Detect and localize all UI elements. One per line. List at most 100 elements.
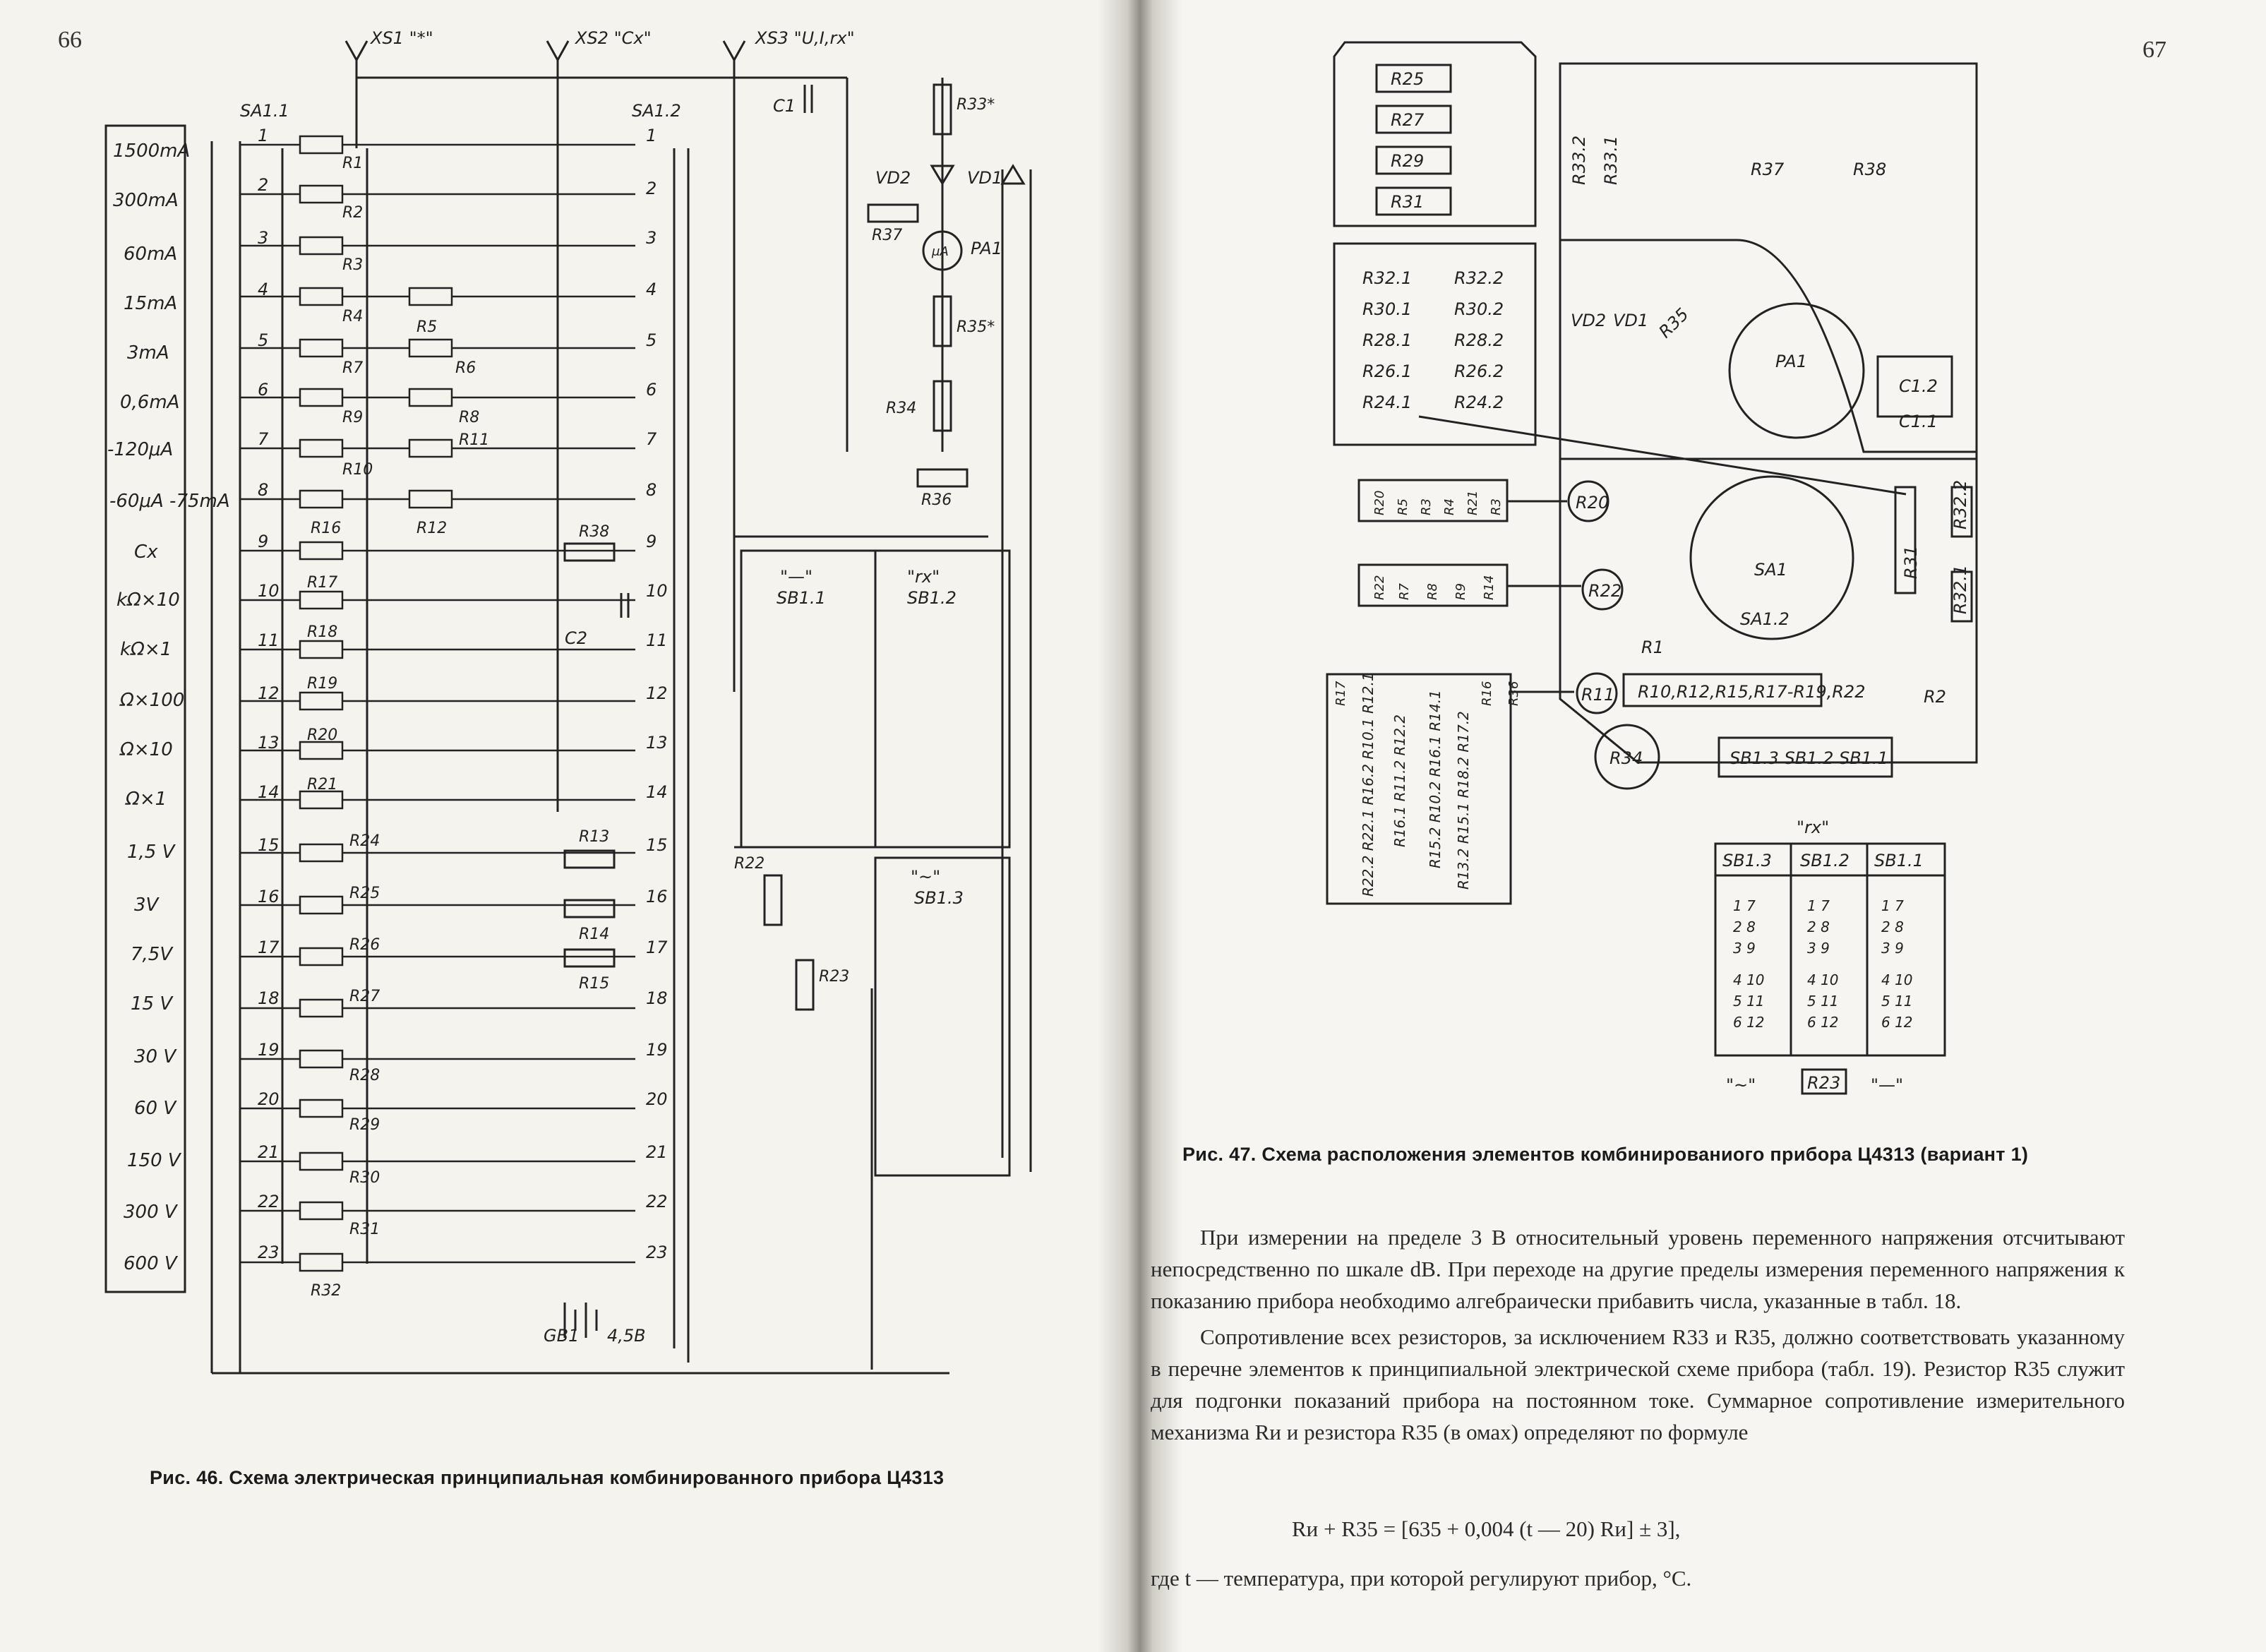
switch-head-label: SB1.1 xyxy=(1874,851,1924,870)
strip-label: R22 xyxy=(1372,575,1387,600)
resistor-label: R32.1 xyxy=(1362,268,1412,288)
meter-pa1 xyxy=(922,230,963,271)
strip-label: R20 xyxy=(1372,491,1387,515)
resistor-label: R2 xyxy=(1924,687,1946,707)
pin-label: 6 12 xyxy=(1733,1014,1765,1031)
resistor-label: R30.2 xyxy=(1454,299,1504,319)
strip-label: R16 xyxy=(1480,681,1494,706)
resistor-label: R22 xyxy=(734,855,765,873)
meter-pa1-label: PA1 xyxy=(971,239,1002,258)
resistor-label: R19 xyxy=(307,675,337,693)
resistor-label: R33.2 xyxy=(1569,136,1589,185)
resistor-box xyxy=(299,438,344,458)
switch-sa1-1-label: SA1.1 xyxy=(240,101,289,121)
meter-label: PA1 xyxy=(1775,352,1807,371)
range-label: 15 V xyxy=(131,993,174,1014)
contact-label: 5 xyxy=(258,330,268,350)
contact-label: 12 xyxy=(258,683,280,703)
switch-sa1-outline xyxy=(1689,475,1854,640)
strip-label: R14 xyxy=(1482,575,1497,600)
resistor-label: R31 xyxy=(1901,546,1921,579)
resistor-label: R11 xyxy=(459,431,489,449)
resistor-label: R3 xyxy=(342,256,363,274)
range-label: 3V xyxy=(134,894,160,916)
diode-vd1-label: VD1 xyxy=(967,168,1002,188)
resistor-r36 xyxy=(916,468,969,488)
resistor-label: R30 xyxy=(349,1169,380,1187)
resistor-label: R34 xyxy=(886,400,916,417)
range-label: 3mA xyxy=(127,342,169,364)
range-label: Ω×100 xyxy=(119,690,184,711)
contact-label: 4 xyxy=(646,280,657,299)
strip-label: R4 xyxy=(1442,498,1457,515)
resistor-label: R10 xyxy=(342,461,373,479)
switch-row-label: SB1.3 SB1.2 SB1.1 xyxy=(1730,748,1888,768)
contact-label: 19 xyxy=(258,1040,280,1060)
resistor-box xyxy=(299,135,344,155)
paragraph: где t — температура, при которой регулир… xyxy=(1151,1566,1692,1591)
resistor-box xyxy=(299,236,344,256)
contact-label: 8 xyxy=(646,480,657,500)
range-label: 300mA xyxy=(113,190,179,211)
left-page xyxy=(0,0,1119,1652)
contact-label: 15 xyxy=(258,835,280,855)
resistor-label: R25 xyxy=(349,885,380,902)
resistor-label: R8 xyxy=(459,409,479,426)
resistor-label: R20 xyxy=(1576,493,1609,513)
resistor-box xyxy=(299,1201,344,1221)
resistor-label: R6 xyxy=(455,359,476,377)
strip-label: R21 xyxy=(1465,491,1480,515)
resistor-label: R32.2 xyxy=(1950,480,1970,529)
resistor-box xyxy=(299,287,344,306)
resistor-label: R1 xyxy=(1641,638,1664,657)
resistor-label: R26.2 xyxy=(1454,361,1504,381)
resistor-r35 xyxy=(933,295,952,347)
top-resistor-boxes xyxy=(1375,64,1452,216)
switch-head-label: SB1.3 xyxy=(1722,851,1772,870)
resistor-box xyxy=(299,1151,344,1171)
book-gutter xyxy=(1098,0,1182,1652)
contact-label: 18 xyxy=(258,988,280,1008)
dc-mode-label: "—" xyxy=(1871,1075,1903,1095)
strip-label: R36 xyxy=(1506,681,1521,706)
resistor-label: R35 xyxy=(1655,304,1692,342)
contact-label: 3 xyxy=(258,228,268,248)
resistor-label: R12 xyxy=(416,520,447,537)
pin-label: 5 11 xyxy=(1881,993,1913,1010)
pin-label: 1 7 xyxy=(1807,897,1830,914)
formula: Rи + R35 = [635 + 0,004 (t — 20) Rи] ± 3… xyxy=(1292,1516,1681,1541)
range-label: 600 V xyxy=(124,1253,179,1274)
resistor-label: R33.1 xyxy=(1601,136,1621,185)
resistor-label: R37 xyxy=(1751,160,1785,179)
resistor-box xyxy=(299,590,344,610)
range-label: -120μA xyxy=(107,439,173,460)
contact-label: 22 xyxy=(646,1192,668,1211)
range-label: 30 V xyxy=(134,1046,177,1067)
contact-label: 5 xyxy=(646,330,657,350)
contact-label: 2 xyxy=(258,175,268,195)
strip-label: R17 xyxy=(1333,681,1348,706)
contact-label: 7 xyxy=(258,429,269,449)
resistor-box xyxy=(299,541,344,561)
paragraph: При измерении на пределе 3 В относительн… xyxy=(1151,1225,2125,1313)
resistor-box xyxy=(299,1099,344,1118)
fig46-caption: Рис. 46. Схема электрическая принципиаль… xyxy=(150,1467,945,1488)
range-label: 1,5 V xyxy=(127,842,176,863)
resistor-label: R29 xyxy=(349,1116,380,1134)
resistor-label: R24.2 xyxy=(1454,393,1504,412)
range-label: Ω×10 xyxy=(119,739,173,760)
resistor-label: R15 xyxy=(579,975,609,993)
fig47-caption: Рис. 47. Схема расположения элементов ко… xyxy=(1182,1144,2029,1165)
mode-rx-label: "rx" xyxy=(907,567,940,587)
resistor-r34 xyxy=(933,380,952,432)
pin-label: 6 12 xyxy=(1881,1014,1913,1031)
resistor-label: R27 xyxy=(1391,110,1425,130)
resistor-label: R32.2 xyxy=(1454,268,1504,288)
resistor-label: R4 xyxy=(342,308,363,325)
pin-label: 4 10 xyxy=(1807,971,1839,988)
contact-label: 17 xyxy=(646,938,668,957)
resistor-label: R14 xyxy=(579,926,609,943)
contact-label: 8 xyxy=(258,480,268,500)
right-page xyxy=(1119,0,2266,1652)
